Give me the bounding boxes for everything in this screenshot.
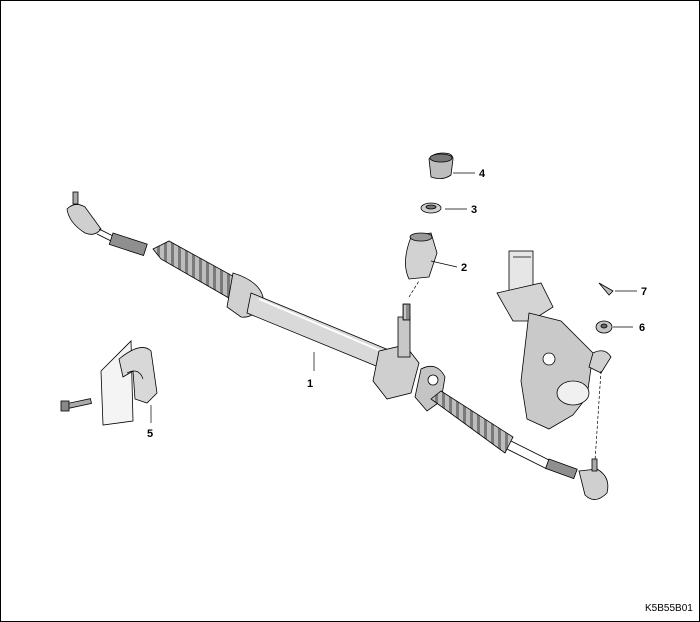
callout-4: 4 xyxy=(479,168,486,180)
callout-7: 7 xyxy=(641,286,647,298)
callout-3: 3 xyxy=(471,204,477,216)
callout-5: 5 xyxy=(147,428,153,440)
leader-lines xyxy=(150,172,637,462)
part-2-seal xyxy=(405,232,438,280)
callout-1: 1 xyxy=(307,378,313,390)
part-5-bolt xyxy=(60,398,92,412)
left-bellows-boot xyxy=(152,240,264,318)
part-5-clamp xyxy=(100,340,158,426)
right-bellows-boot xyxy=(430,390,552,470)
part-3-bushing xyxy=(420,202,442,214)
part-4-cap xyxy=(428,152,454,179)
steering-knuckle xyxy=(496,250,612,430)
callout-6: 6 xyxy=(639,322,645,334)
rack-housing-tube xyxy=(246,292,397,374)
left-tie-rod-end xyxy=(66,191,148,257)
right-tie-rod-end xyxy=(545,458,609,500)
part-6-nut xyxy=(595,320,613,334)
callout-2: 2 xyxy=(461,262,467,274)
pinion-shaft xyxy=(397,303,411,358)
figure-code: K5B55B01 xyxy=(645,603,693,614)
part-7-cotter-pin xyxy=(598,282,614,296)
